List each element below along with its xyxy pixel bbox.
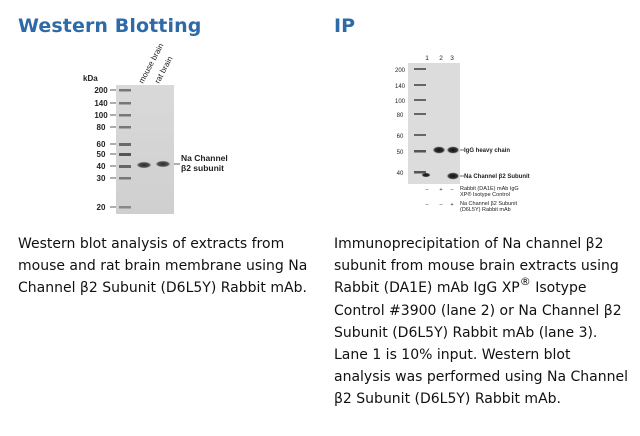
band-mouse-brain bbox=[136, 161, 152, 169]
marker-100: 100 bbox=[94, 111, 108, 120]
ladder-lane bbox=[119, 89, 131, 209]
marker-40: 40 bbox=[97, 162, 106, 171]
marker-80: 80 bbox=[97, 123, 106, 132]
kda-label: kDa bbox=[83, 74, 98, 83]
ip-caption-part1: Immunoprecipitation of Na channel β2 sub… bbox=[334, 236, 619, 296]
registered-mark: ® bbox=[519, 275, 531, 288]
marker-20: 20 bbox=[97, 203, 106, 212]
band-label-na: Na Channel β2 Subunit bbox=[464, 174, 530, 180]
row2-sign-1: – bbox=[425, 202, 429, 208]
gel-membrane bbox=[116, 85, 174, 214]
ip-caption-part2: Isotype Control #3900 (lane 2) or Na Cha… bbox=[334, 280, 628, 407]
row1-sign-3: – bbox=[450, 187, 454, 193]
ip-marker-100: 100 bbox=[395, 99, 406, 105]
ip-marker-50: 50 bbox=[397, 150, 404, 156]
marker-60: 60 bbox=[97, 140, 106, 149]
ip-marker-40: 40 bbox=[397, 171, 404, 177]
ip-gel-membrane bbox=[408, 63, 460, 184]
band-igg-lane2 bbox=[432, 146, 446, 154]
row2-sign-3: + bbox=[450, 202, 453, 208]
ip-marker-200: 200 bbox=[395, 68, 406, 74]
marker-50: 50 bbox=[97, 150, 106, 159]
marker-30: 30 bbox=[97, 174, 106, 183]
row2-sign-2: – bbox=[439, 202, 443, 208]
band-na-lane3 bbox=[446, 172, 460, 180]
marker-200: 200 bbox=[94, 86, 108, 95]
row1-sign-2: + bbox=[439, 187, 442, 193]
row1-label-line2: XP® Isotype Control bbox=[460, 191, 510, 198]
band-igg-lane3 bbox=[446, 146, 460, 154]
ip-marker-60: 60 bbox=[397, 134, 404, 140]
western-blot-image: mouse brain rat brain kDa bbox=[83, 42, 228, 214]
band-rat-brain bbox=[155, 160, 171, 168]
ip-title: IP bbox=[334, 15, 356, 37]
band-label-line1: Na Channel bbox=[181, 153, 228, 163]
row2-label-line2: (D6L5Y) Rabbit mAb bbox=[460, 207, 511, 213]
marker-140: 140 bbox=[94, 99, 108, 108]
row2-label-line1: Na Channel β2 Subunit bbox=[460, 201, 517, 207]
ip-marker-80: 80 bbox=[397, 113, 404, 119]
row1-sign-1: – bbox=[425, 187, 429, 193]
western-blot-caption: Western blot analysis of extracts from m… bbox=[18, 236, 308, 296]
band-na-lane1 bbox=[421, 172, 431, 178]
band-label-line2: β2 subunit bbox=[181, 163, 224, 173]
ip-marker-140: 140 bbox=[395, 84, 406, 90]
lane-number-3: 3 bbox=[450, 55, 454, 62]
lane-number-1: 1 bbox=[425, 55, 429, 62]
ip-blot-image: 1 2 3 200 140 100 80 60 50 40 bbox=[395, 55, 530, 213]
band-label-igg: IgG heavy chain bbox=[464, 148, 510, 154]
western-blotting-title: Western Blotting bbox=[18, 15, 202, 37]
lane-number-2: 2 bbox=[439, 55, 443, 62]
ip-caption: Immunoprecipitation of Na channel β2 sub… bbox=[334, 233, 629, 410]
ip-ladder-lane bbox=[414, 68, 426, 174]
row1-label-line1: Rabbit (DA1E) mAb IgG bbox=[460, 186, 519, 192]
